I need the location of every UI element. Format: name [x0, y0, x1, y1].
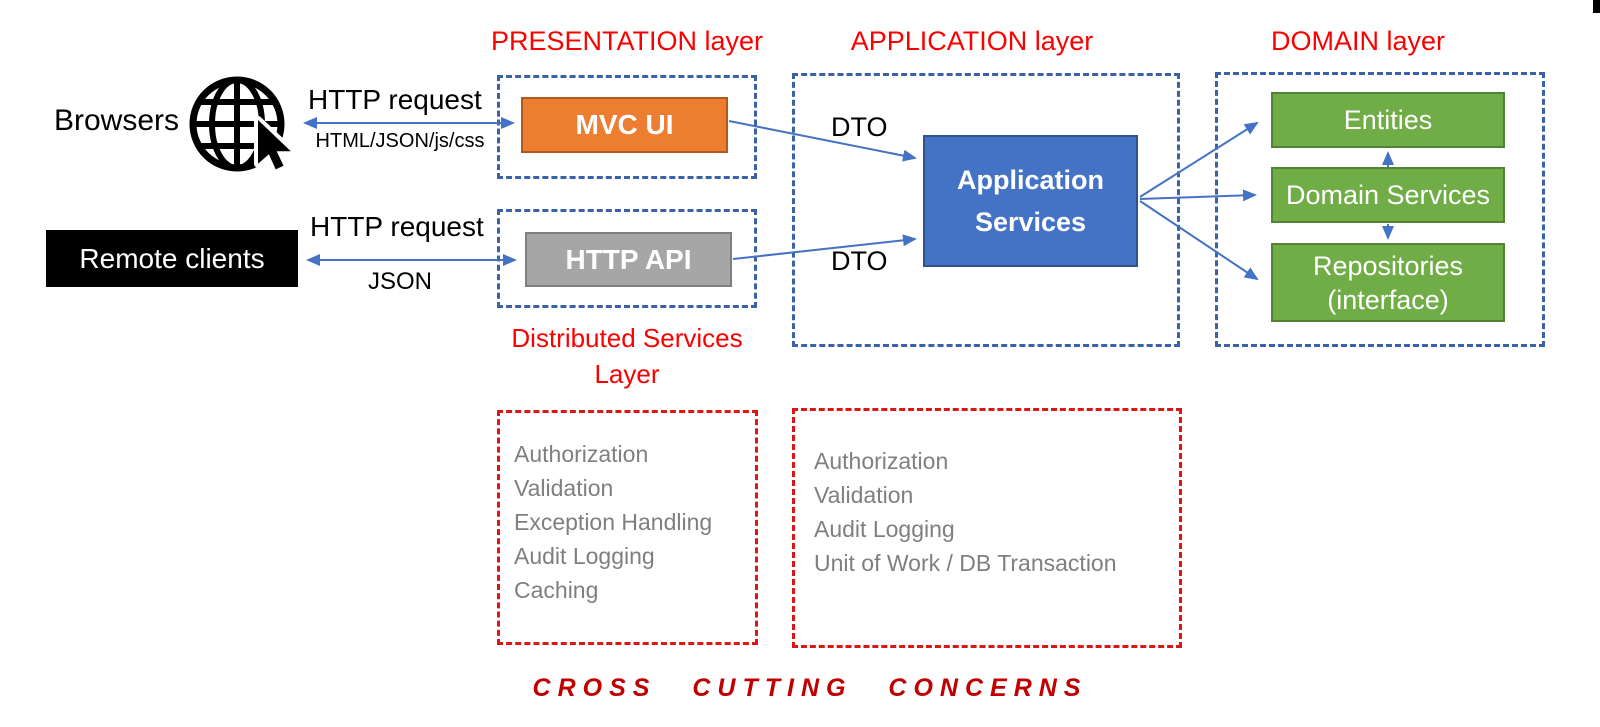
browser-http-request-label: HTTP request	[308, 84, 482, 115]
dto-label-bottom: DTO	[831, 246, 888, 276]
cross-cutting-list-presentation: Authorization Validation Exception Handl…	[514, 441, 713, 603]
cursor-icon	[254, 116, 295, 174]
remote-response-label: JSON	[367, 268, 432, 295]
remote-clients-box: Remote clients	[46, 230, 298, 287]
application-services-box: Application Services	[923, 135, 1138, 267]
remote-http-request-label: HTTP request	[310, 211, 484, 242]
cross-cutting-box-presentation	[497, 410, 758, 645]
domain-layer-title: DOMAIN layer	[1270, 26, 1446, 56]
cross-cutting-concerns-title: CROSS CUTTING CONCERNS	[532, 674, 1088, 702]
distributed-services-layer-label: Distributed Services Layer	[511, 323, 743, 389]
cross-cutting-list-application: Authorization Validation Audit Logging U…	[814, 448, 1117, 576]
browser-response-label: HTML/JSON/js/css	[315, 130, 485, 152]
entities-box: Entities	[1271, 92, 1505, 148]
presentation-layer-title: PRESENTATION layer	[490, 26, 764, 56]
cross-cutting-box-application	[792, 408, 1182, 648]
repositories-box: Repositories (interface)	[1271, 243, 1505, 322]
browsers-label: Browsers	[54, 104, 180, 137]
application-layer-title: APPLICATION layer	[850, 26, 1094, 56]
http-api-box: HTTP API	[525, 232, 732, 287]
globe-browser-icon	[189, 76, 295, 174]
mvc-ui-box: MVC UI	[521, 97, 728, 153]
domain-services-box: Domain Services	[1271, 167, 1505, 223]
dto-label-top: DTO	[831, 112, 888, 142]
corner-artifact	[1593, 0, 1600, 13]
